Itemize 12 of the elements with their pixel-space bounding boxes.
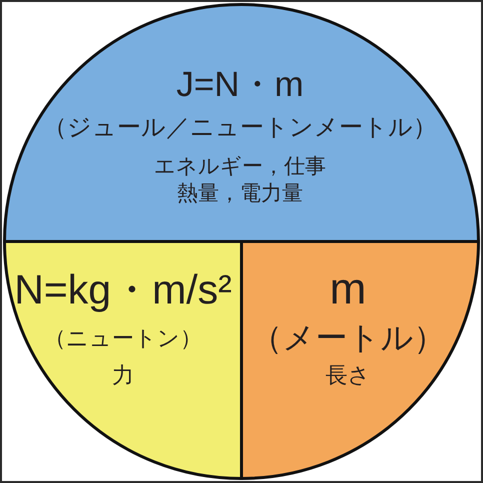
quadrant-segment <box>240 240 480 480</box>
quadrant-segment <box>3 240 243 480</box>
unit-reading: （メートル） <box>250 320 446 356</box>
unit-reading: （ニュートン） <box>44 325 202 351</box>
unit-formula: m <box>330 264 366 316</box>
unit-formula: J=N・m <box>176 64 304 106</box>
quantity-label: エネルギー，仕事熱量，電力量 <box>153 154 327 206</box>
quantity-label: 長さ <box>326 362 370 388</box>
unit-reading: （ジュール／ニュートンメートル） <box>43 114 437 142</box>
quantity-label: 力 <box>112 362 134 388</box>
semicircle-segment <box>3 3 480 243</box>
unit-formula: N=kg・m/s² <box>14 266 232 314</box>
